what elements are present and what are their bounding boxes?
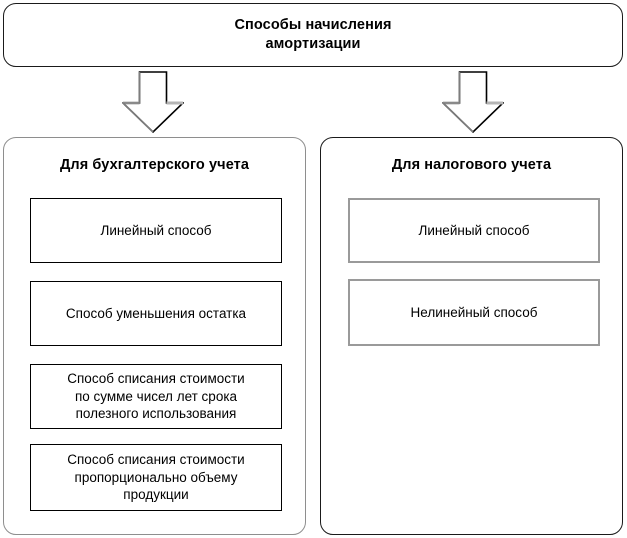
method-line: Способ списания стоимости	[67, 371, 245, 387]
method-line: пропорционально объему	[74, 469, 238, 485]
method-line: продукции	[123, 487, 189, 503]
method-line: полезного использования	[75, 406, 237, 422]
method-label: Линейный способ	[94, 222, 217, 240]
arrow-down-icon-right	[442, 71, 504, 133]
column-accounting-title: Для бухгалтерского учета	[59, 157, 250, 173]
method-box-accounting-4: Способ списания стоимости пропорциональн…	[30, 444, 282, 511]
root-title-line-1: Способы начисления	[234, 17, 392, 33]
column-tax-title: Для налогового учета	[391, 157, 552, 173]
method-label: Линейный способ	[412, 222, 535, 240]
arrow-down-icon-left	[122, 71, 184, 133]
method-box-accounting-3: Способ списания стоимости по сумме чисел…	[30, 364, 282, 429]
method-line: Способ списания стоимости	[67, 452, 245, 468]
method-line: Нелинейный способ	[410, 304, 538, 320]
diagram-root-title: Способы начисления амортизации	[234, 16, 391, 54]
method-box-tax-1: Линейный способ	[348, 198, 600, 263]
method-box-accounting-2: Способ уменьшения остатка	[30, 281, 282, 346]
method-label: Способ уменьшения остатка	[60, 305, 252, 323]
diagram-root-node: Способы начисления амортизации	[3, 3, 623, 67]
method-line: Способ уменьшения остатка	[65, 305, 247, 321]
method-line: по сумме чисел лет срока	[74, 388, 238, 404]
method-label: Способ списания стоимости по сумме чисел…	[61, 370, 250, 423]
column-tax: Для налогового учета Линейный способ Нел…	[320, 137, 623, 535]
method-label: Нелинейный способ	[405, 304, 544, 322]
method-label: Способ списания стоимости пропорциональн…	[61, 451, 250, 504]
root-title-line-2: амортизации	[265, 36, 361, 52]
column-accounting: Для бухгалтерского учета Линейный способ…	[3, 137, 306, 535]
method-box-tax-2: Нелинейный способ	[348, 279, 600, 346]
method-box-accounting-1: Линейный способ	[30, 198, 282, 263]
method-line: Линейный способ	[100, 222, 212, 238]
method-line: Линейный способ	[418, 222, 530, 238]
